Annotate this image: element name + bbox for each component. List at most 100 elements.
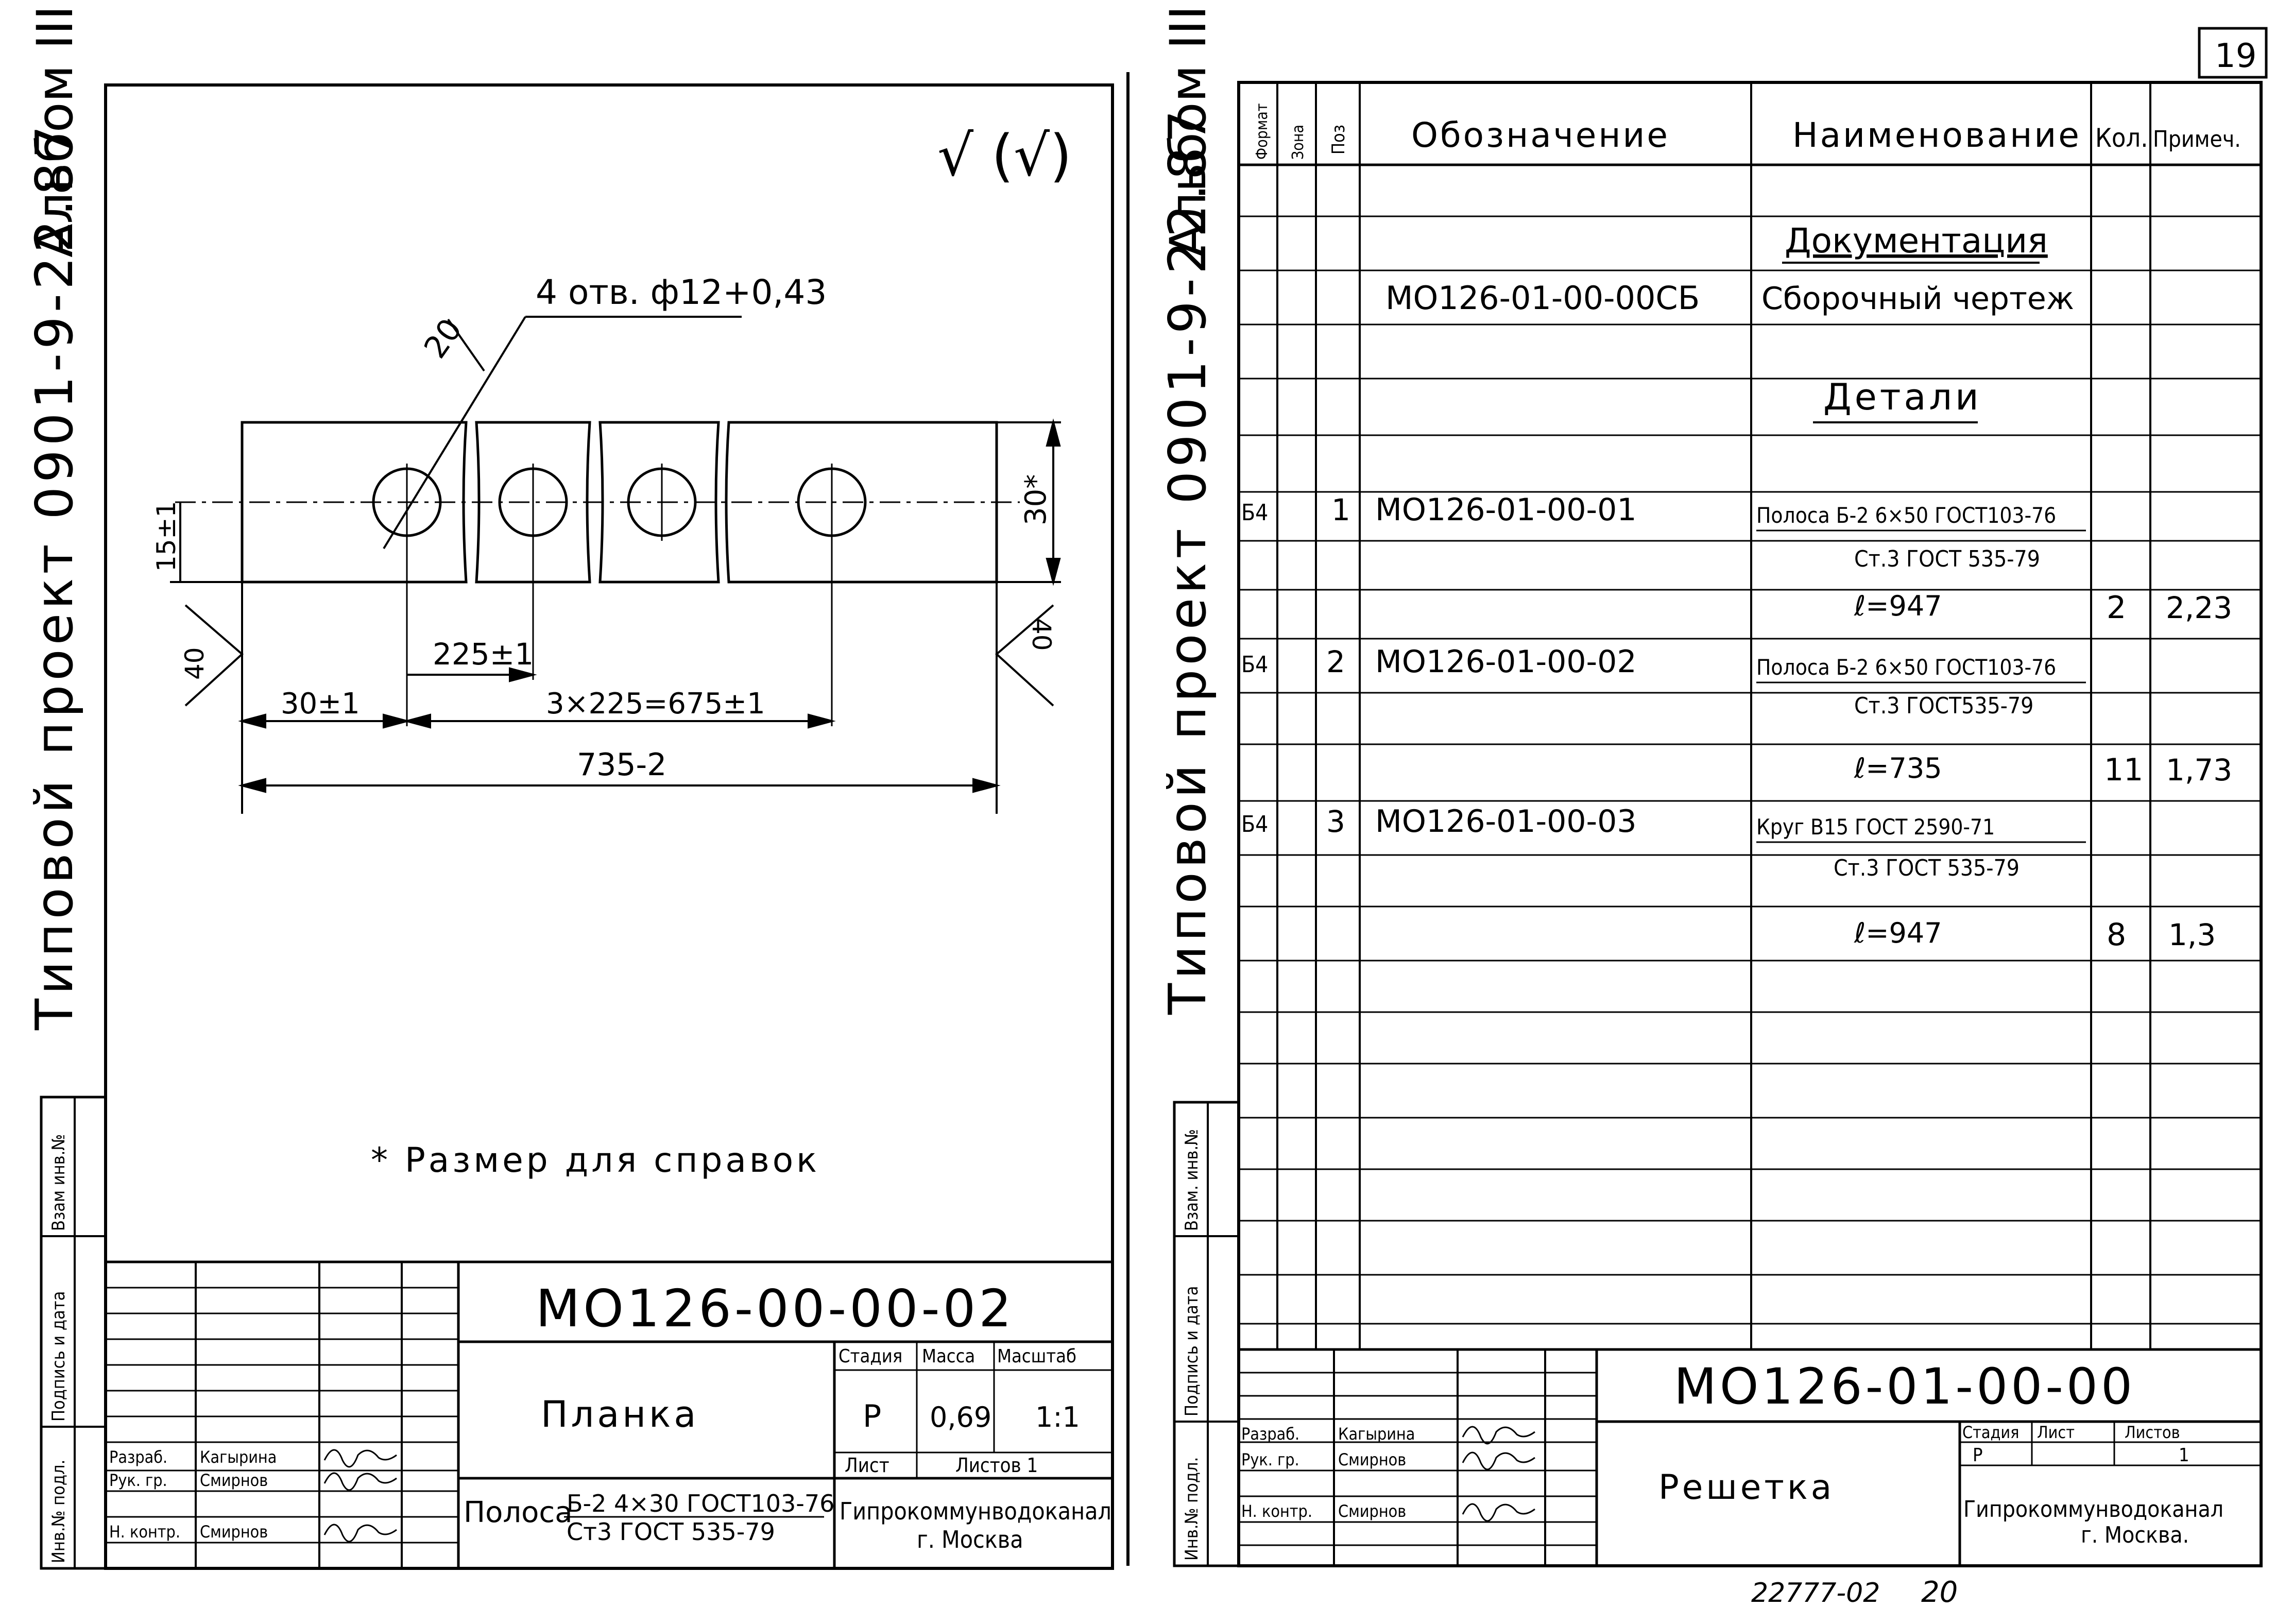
footer-page: 20 bbox=[1921, 1576, 1958, 1609]
right-name-2: Смирнов bbox=[1338, 1450, 1406, 1469]
stamp-replace-label: Взам инв.№ bbox=[48, 1134, 69, 1231]
dim-30star-group: 30* bbox=[997, 418, 1061, 586]
stamp-sign-label-right: Подпись и дата bbox=[1182, 1286, 1202, 1416]
row1-note: 2,23 bbox=[2166, 590, 2232, 625]
plate-drawing bbox=[175, 421, 1020, 726]
left-role-1: Разраб. bbox=[109, 1447, 167, 1467]
row2-note: 1,73 bbox=[2166, 753, 2232, 788]
project-label-left: Типовой проект 0901-9-22.87 bbox=[24, 122, 84, 1031]
left-name-1: Кагырина bbox=[200, 1447, 277, 1467]
assembly-designation: МО126-01-00-00СБ bbox=[1385, 279, 1700, 317]
row2-format: Б4 bbox=[1241, 652, 1268, 678]
row3-length: ℓ=947 bbox=[1854, 917, 1942, 949]
right-sheet-header: Лист bbox=[2037, 1423, 2075, 1442]
left-material-bottom: Ст3 ГОСТ 535-79 bbox=[567, 1518, 775, 1546]
left-part-name: Планка bbox=[541, 1393, 699, 1435]
header-pos: Поз bbox=[1328, 125, 1349, 155]
row2-qty: 11 bbox=[2104, 752, 2143, 788]
signature-1 bbox=[323, 1449, 397, 1468]
header-note: Примеч. bbox=[2153, 126, 2241, 152]
right-city: г. Москва. bbox=[2081, 1522, 2189, 1548]
header-name: Наименование bbox=[1792, 115, 2081, 155]
roughness-symbol: √ (√) bbox=[937, 123, 1072, 189]
header-format: Формат bbox=[1253, 104, 1271, 160]
row1-pos: 1 bbox=[1331, 492, 1350, 527]
right-role-3: Н. контр. bbox=[1241, 1501, 1312, 1521]
dim-735-group: 735-2 bbox=[238, 747, 1001, 793]
row3-note: 1,3 bbox=[2168, 917, 2216, 952]
row1-name1: Полоса Б-2 6×50 ГОСТ103-76 bbox=[1756, 503, 2056, 528]
stamp-inv-label: Инв.№ подл. bbox=[48, 1460, 69, 1563]
right-doc-number: МО126-01-00-00 bbox=[1674, 1358, 2135, 1415]
assembly-name: Сборочный чертеж bbox=[1761, 281, 2074, 317]
left-scale-header: Масштаб bbox=[997, 1346, 1076, 1367]
row2-designation: МО126-01-00-02 bbox=[1375, 644, 1637, 680]
row1-length: ℓ=947 bbox=[1854, 590, 1942, 622]
row3-pos: 3 bbox=[1326, 804, 1345, 839]
row1-qty: 2 bbox=[2107, 590, 2126, 626]
left-role-3: Н. контр. bbox=[109, 1522, 180, 1542]
stamp-inv-label-right: Инв.№ подл. bbox=[1182, 1457, 1202, 1561]
spec-row-1: Б4 1 МО126-01-00-01 Полоса Б-2 6×50 ГОСТ… bbox=[1241, 492, 2232, 626]
dim-chain-group: 30±1 3×225=675±1 bbox=[238, 582, 998, 814]
right-title-block: МО126-01-00-00 Решетка Стадия Лист Листо… bbox=[1237, 1348, 2263, 1567]
reference-note: * Размер для справок bbox=[371, 1140, 820, 1180]
left-material-name: Полоса bbox=[464, 1496, 573, 1529]
album-label-left: Альбом III bbox=[26, 6, 84, 258]
page-number: 19 bbox=[2215, 37, 2256, 75]
left-sheet: Альбом III Типовой проект 0901-9-22.87 И… bbox=[24, 6, 1114, 1570]
signature-3 bbox=[323, 1524, 397, 1543]
hole-callout-text: 4 отв. ф12+0,43 bbox=[536, 272, 827, 312]
row3-designation: МО126-01-00-03 bbox=[1375, 804, 1637, 840]
dim-225-group: 225±1 bbox=[407, 637, 537, 682]
project-label-right: Типовой проект 0901-9-22.87 bbox=[1157, 106, 1218, 1015]
right-sheets-value: 1 bbox=[2179, 1445, 2189, 1466]
row2-length: ℓ=735 bbox=[1854, 752, 1942, 784]
row3-qty: 8 bbox=[2107, 917, 2126, 953]
right-side-stamp: Инв.№ подл. Подпись и дата Взам. инв.№ bbox=[1173, 1101, 1240, 1567]
signature-r1 bbox=[1462, 1426, 1535, 1445]
left-role-2: Рук. гр. bbox=[109, 1471, 167, 1490]
dim-40-left: 40 bbox=[180, 647, 210, 680]
left-title-block: МО126-00-00-02 Планка Стадия Масса Масшт… bbox=[104, 1260, 1114, 1570]
right-sheet: 19 Альбом III Типовой проект 0901-9-22.8… bbox=[1157, 6, 2268, 1609]
left-scale-value: 1:1 bbox=[1035, 1401, 1080, 1433]
header-zone: Зона bbox=[1289, 125, 1307, 160]
dim-225-text: 225±1 bbox=[433, 637, 534, 672]
left-material-top: Б-2 4×30 ГОСТ103-76 bbox=[567, 1490, 834, 1517]
row3-name1: Круг В15 ГОСТ 2590-71 bbox=[1756, 814, 1995, 840]
row2-pos: 2 bbox=[1326, 644, 1345, 679]
dim-30-text: 30±1 bbox=[281, 687, 360, 721]
dim-40-right: 40 bbox=[1026, 618, 1056, 651]
album-label-right: Альбом III bbox=[1159, 6, 1217, 258]
row1-format: Б4 bbox=[1241, 500, 1268, 526]
stamp-sign-label: Подпись и дата bbox=[48, 1291, 69, 1422]
left-sheet-label: Лист bbox=[845, 1454, 889, 1477]
stamp-replace-label-right: Взам. инв.№ bbox=[1182, 1129, 1202, 1231]
signature-r2 bbox=[1462, 1451, 1535, 1471]
right-name-1: Кагырина bbox=[1338, 1424, 1415, 1444]
row2-name1: Полоса Б-2 6×50 ГОСТ103-76 bbox=[1756, 655, 2056, 680]
right-organization: Гипрокоммунводоканал bbox=[1963, 1496, 2223, 1523]
section-documentation: Документация bbox=[1785, 221, 2048, 261]
row1-name2: Ст.3 ГОСТ 535-79 bbox=[1854, 546, 2040, 572]
right-sheets-header: Листов bbox=[2125, 1423, 2180, 1442]
spec-row-2: Б4 2 МО126-01-00-02 Полоса Б-2 6×50 ГОСТ… bbox=[1241, 644, 2232, 788]
right-part-name: Решетка bbox=[1658, 1467, 1835, 1507]
spec-row-3: Б4 3 МО126-01-00-03 Круг В15 ГОСТ 2590-7… bbox=[1241, 804, 2216, 953]
right-stage-header: Стадия bbox=[1962, 1423, 2019, 1442]
row2-name2: Ст.3 ГОСТ535-79 bbox=[1854, 693, 2033, 719]
header-designation: Обозначение bbox=[1411, 115, 1670, 155]
dim-15-text: 15±1 bbox=[151, 501, 181, 572]
left-doc-number: МО126-00-00-02 bbox=[536, 1278, 1015, 1339]
dim-20: 20 bbox=[417, 312, 469, 365]
page-number-box bbox=[2198, 27, 2268, 79]
signature-2 bbox=[323, 1472, 397, 1491]
header-qty: Кол. bbox=[2095, 123, 2148, 153]
spec-table-grid bbox=[1239, 82, 2261, 1349]
right-role-1: Разраб. bbox=[1241, 1424, 1299, 1444]
left-name-2: Смирнов bbox=[200, 1471, 268, 1490]
left-stage-value: Р bbox=[863, 1398, 881, 1434]
left-mass-value: 0,69 bbox=[930, 1401, 991, 1433]
